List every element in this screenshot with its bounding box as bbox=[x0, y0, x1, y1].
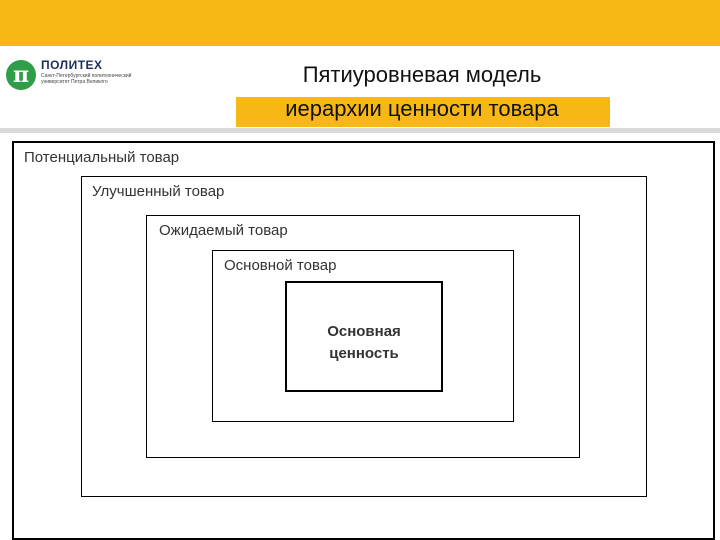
logo-name: ПОЛИТЕХ bbox=[41, 58, 103, 72]
top-accent-bar bbox=[0, 0, 720, 46]
level-augmented-label: Улучшенный товар bbox=[92, 183, 225, 200]
core-value-label: Основная ценность bbox=[287, 321, 441, 365]
level-potential-label: Потенциальный товар bbox=[24, 149, 180, 166]
title-line-1: Пятиуровневая модель bbox=[302, 62, 542, 87]
header-divider bbox=[0, 128, 720, 133]
level-expected-label: Ожидаемый товар bbox=[159, 222, 288, 239]
title-highlight-bar bbox=[236, 97, 610, 127]
pi-logo-icon: π bbox=[6, 60, 36, 90]
logo-subtitle: Санкт-Петербургский политехнический унив… bbox=[41, 73, 132, 85]
slide-title: Пятиуровневая модель иерархии ценности т… bbox=[232, 58, 612, 126]
core-value-line-1: Основная bbox=[327, 323, 401, 340]
core-value-line-2: ценность bbox=[329, 345, 399, 362]
title-line-2: иерархии ценности товара bbox=[285, 96, 559, 121]
level-basic-label: Основной товар bbox=[224, 257, 337, 274]
level-core-value: Основная ценность bbox=[285, 281, 443, 392]
politech-logo: π ПОЛИТЕХ Санкт-Петербургский политехнич… bbox=[6, 56, 136, 96]
